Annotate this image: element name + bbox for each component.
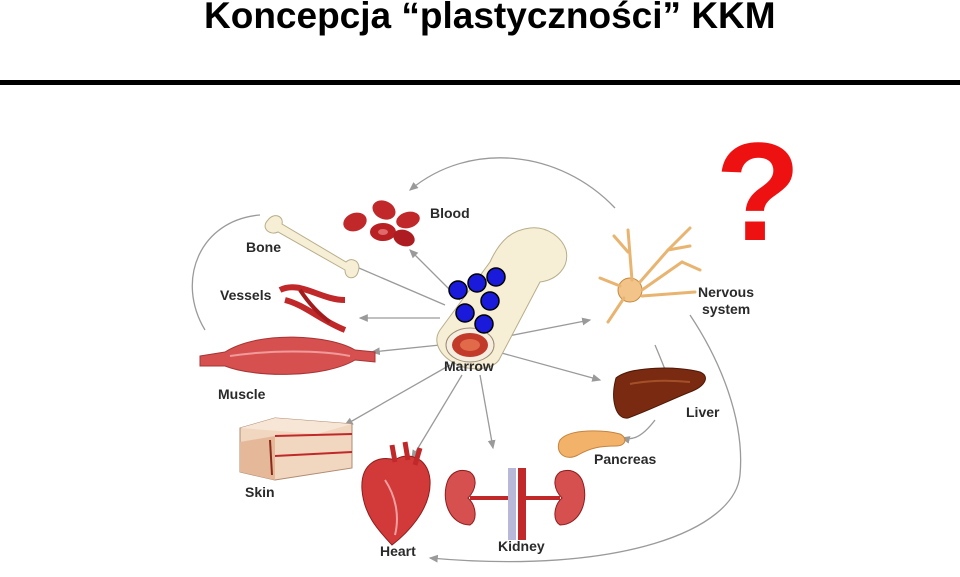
marrow-arrows <box>343 249 602 460</box>
label-skin: Skin <box>245 484 275 500</box>
slide-title: Koncepcja “plastyczności” KKM <box>204 0 776 36</box>
label-marrow: Marrow <box>444 358 494 374</box>
arrow-nervous-to-blood <box>409 157 616 209</box>
stem-cell <box>467 273 487 293</box>
liver-illustration <box>613 367 706 419</box>
label-heart: Heart <box>380 543 416 559</box>
pancreas-illustration <box>557 430 626 458</box>
label-vessels: Vessels <box>220 287 272 303</box>
muscle-illustration <box>199 336 376 375</box>
label-blood: Blood <box>430 205 470 221</box>
label-liver: Liver <box>686 404 720 420</box>
heart-illustration <box>361 441 431 546</box>
marrow-bone-illustration <box>436 227 568 370</box>
arrow-to-skin <box>343 364 451 426</box>
kidney-illustration <box>444 468 586 540</box>
vessels-illustration <box>278 284 347 333</box>
neuron-illustration <box>598 226 702 324</box>
stem-cell <box>448 280 468 300</box>
label-muscle: Muscle <box>218 386 266 402</box>
stem-cell <box>455 303 475 323</box>
skin-illustration <box>239 417 353 481</box>
blood-cells-illustration <box>343 200 420 247</box>
stem-cells <box>448 267 506 334</box>
arrow-liver-to-pancreas <box>620 419 656 444</box>
label-nervous-line2: system <box>702 301 750 317</box>
arrow-to-liver <box>497 351 602 382</box>
outer-cycle-arrows <box>191 157 742 563</box>
stem-cell <box>474 314 494 334</box>
arrow-to-bone <box>343 261 446 306</box>
arrow-to-kidney <box>479 374 496 450</box>
arrow-vessels-to-bone <box>191 214 261 331</box>
label-nervous-line1: Nervous <box>698 284 754 300</box>
arrow-to-muscle <box>370 344 441 356</box>
question-mark: ? <box>715 113 801 270</box>
stem-cell <box>486 267 506 287</box>
label-pancreas: Pancreas <box>594 451 656 467</box>
label-kidney: Kidney <box>498 538 545 554</box>
bone-illustration <box>264 215 360 279</box>
arrow-nervous-to-heart <box>428 314 742 563</box>
label-bone: Bone <box>246 239 281 255</box>
title-underline <box>0 80 960 85</box>
arrow-to-nervous <box>497 317 592 339</box>
stem-cell <box>480 291 500 311</box>
arrow-to-heart <box>411 374 463 460</box>
